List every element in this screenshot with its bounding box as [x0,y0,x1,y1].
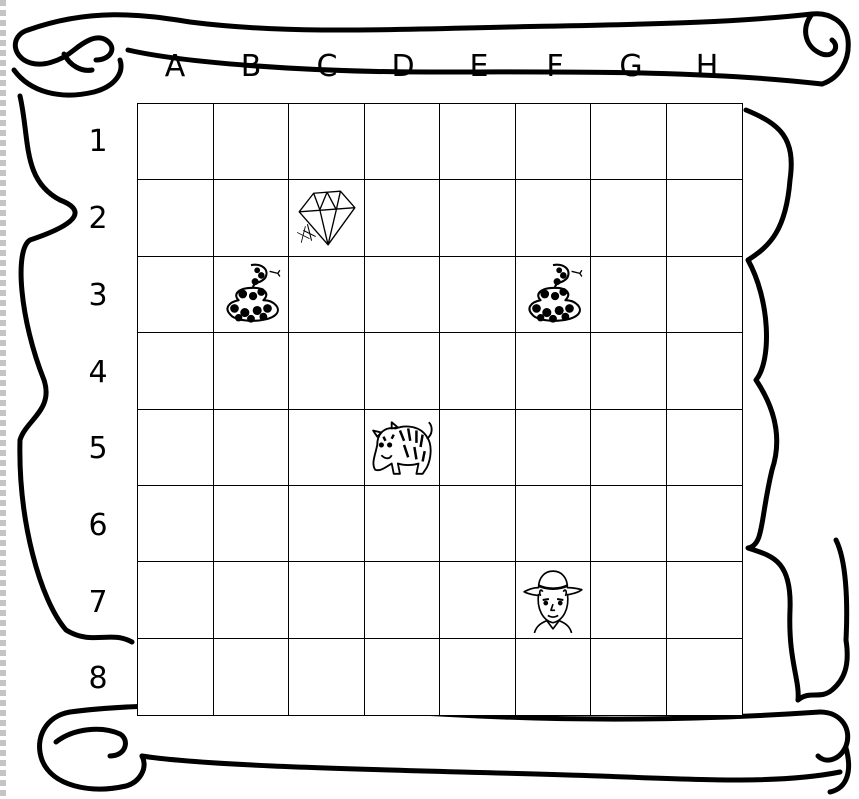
board-cell-d6[interactable] [365,486,441,562]
board-cell-f3[interactable] [516,257,592,333]
board-cell-b4[interactable] [214,333,290,409]
board-cell-c8[interactable] [289,639,365,715]
board-cell-c1[interactable] [289,104,365,180]
board-cell-b2[interactable] [214,180,290,256]
column-label-f: F [517,50,593,84]
board-cell-a3[interactable] [138,257,214,333]
board-cell-e6[interactable] [440,486,516,562]
board-cell-d5[interactable] [365,410,441,486]
board-cell-h6[interactable] [667,486,743,562]
diamond-icon [293,185,359,251]
board-cell-h4[interactable] [667,333,743,409]
board-cell-f1[interactable] [516,104,592,180]
snake-icon [520,261,586,327]
row-label-2: 2 [72,202,124,236]
row-label-5: 5 [72,432,124,466]
column-label-a: A [137,50,213,84]
board-cell-a2[interactable] [138,180,214,256]
board-cell-h2[interactable] [667,180,743,256]
row-label-1: 1 [72,125,124,159]
board-cell-e1[interactable] [440,104,516,180]
board-cell-d8[interactable] [365,639,441,715]
column-label-h: H [669,50,745,84]
row-label-3: 3 [72,279,124,313]
board-cell-e2[interactable] [440,180,516,256]
board-cell-d2[interactable] [365,180,441,256]
board-cell-c2[interactable] [289,180,365,256]
board-cell-f6[interactable] [516,486,592,562]
board-cell-c3[interactable] [289,257,365,333]
board-cell-e3[interactable] [440,257,516,333]
board-cell-e8[interactable] [440,639,516,715]
board-cell-h7[interactable] [667,562,743,638]
board-cell-g5[interactable] [591,410,667,486]
board-cell-c5[interactable] [289,410,365,486]
row-label-6: 6 [72,509,124,543]
board-cell-c6[interactable] [289,486,365,562]
board-cell-e5[interactable] [440,410,516,486]
column-label-c: C [289,50,365,84]
board-cell-b5[interactable] [214,410,290,486]
board-cell-g8[interactable] [591,639,667,715]
board-cell-f7[interactable] [516,562,592,638]
board-cell-a6[interactable] [138,486,214,562]
board-cell-f8[interactable] [516,639,592,715]
board-cell-h8[interactable] [667,639,743,715]
row-label-7: 7 [72,586,124,620]
board-cell-c4[interactable] [289,333,365,409]
board-cell-b7[interactable] [214,562,290,638]
tiger-icon [369,414,435,480]
board-cell-a5[interactable] [138,410,214,486]
board-cell-g1[interactable] [591,104,667,180]
board-cell-d4[interactable] [365,333,441,409]
explorer-icon [520,567,586,633]
board-cell-a7[interactable] [138,562,214,638]
board-cell-g6[interactable] [591,486,667,562]
board-cell-d7[interactable] [365,562,441,638]
board-cell-d3[interactable] [365,257,441,333]
snake-icon [218,261,284,327]
board-cell-h1[interactable] [667,104,743,180]
board-cell-a8[interactable] [138,639,214,715]
board-cell-d1[interactable] [365,104,441,180]
board-cell-c7[interactable] [289,562,365,638]
board-cell-h3[interactable] [667,257,743,333]
board-cell-g7[interactable] [591,562,667,638]
board-cell-b8[interactable] [214,639,290,715]
board-cell-a4[interactable] [138,333,214,409]
board-cell-e7[interactable] [440,562,516,638]
board-cell-b1[interactable] [214,104,290,180]
board-cell-g2[interactable] [591,180,667,256]
column-label-d: D [365,50,441,84]
board-cell-a1[interactable] [138,104,214,180]
board-cell-e4[interactable] [440,333,516,409]
board-cell-g3[interactable] [591,257,667,333]
row-label-4: 4 [72,356,124,390]
board-cell-f2[interactable] [516,180,592,256]
board-cell-b3[interactable] [214,257,290,333]
column-label-b: B [213,50,289,84]
board-cell-f5[interactable] [516,410,592,486]
board-cell-h5[interactable] [667,410,743,486]
column-label-e: E [441,50,517,84]
board-cell-b6[interactable] [214,486,290,562]
row-label-8: 8 [72,662,124,696]
board-cell-f4[interactable] [516,333,592,409]
game-board [137,103,743,716]
board-cell-g4[interactable] [591,333,667,409]
column-label-g: G [593,50,669,84]
